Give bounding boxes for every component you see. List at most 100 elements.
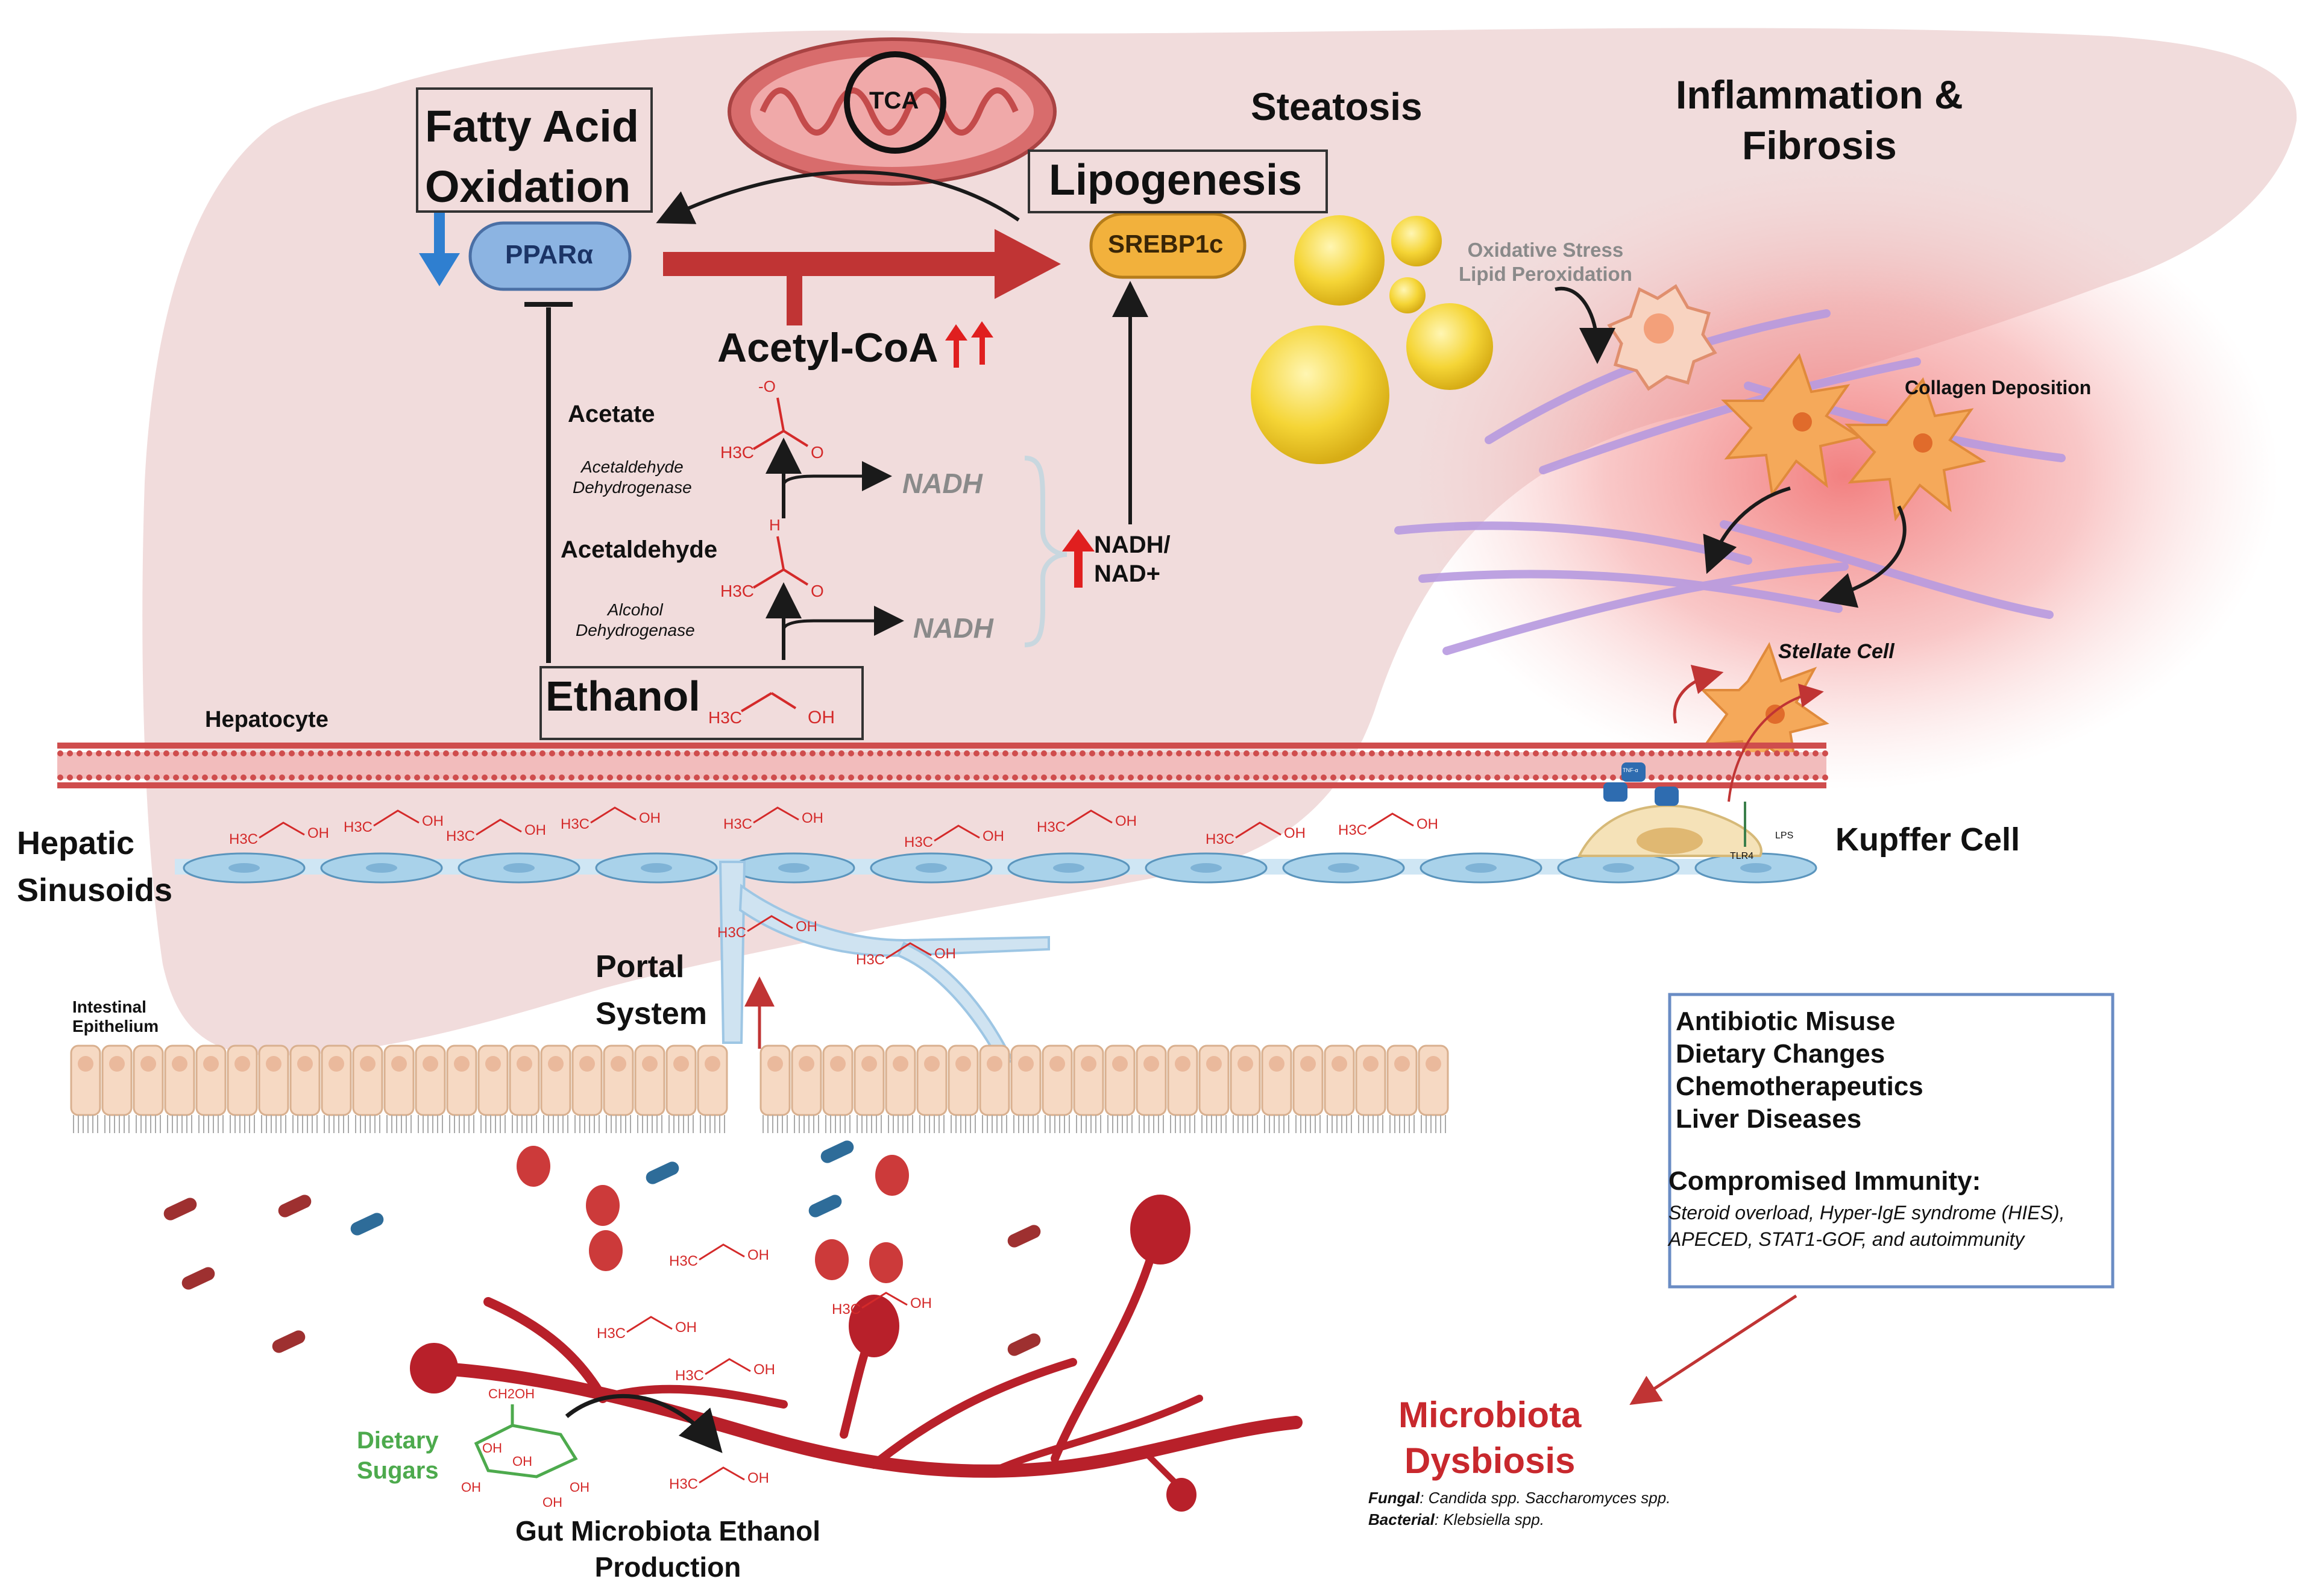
membrane-lipid-head: [1012, 750, 1018, 756]
membrane-lipid-head: [935, 774, 941, 781]
membrane-lipid-head: [144, 750, 150, 756]
membrane-lipid-head: [308, 750, 314, 756]
membrane-lipid-head: [1330, 750, 1336, 756]
membrane-lipid-head: [945, 750, 951, 756]
membrane-lipid-head: [347, 774, 353, 781]
membrane-lipid-head: [337, 774, 343, 781]
chem-ch3: H3C: [832, 1301, 861, 1318]
enterocyte-nucleus: [893, 1056, 908, 1072]
membrane-lipid-head: [1485, 750, 1491, 756]
sinusoid-endothelium: [175, 852, 1817, 884]
membrane-lipid-head: [771, 750, 777, 756]
membrane-lipid-head: [1128, 750, 1134, 756]
membrane-lipid-head: [308, 774, 314, 781]
membrane-lipid-head: [269, 774, 275, 781]
membrane-lipid-head: [752, 774, 758, 781]
membrane-lipid-head: [86, 774, 92, 781]
membrane-lipid-head: [125, 774, 131, 781]
membrane-lipid-head: [732, 750, 738, 756]
membrane-lipid-head: [1263, 774, 1269, 781]
membrane-lipid-head: [1494, 774, 1500, 781]
membrane-lipid-head: [1475, 774, 1481, 781]
membrane-lipid-head: [1234, 774, 1240, 781]
chem-oh: OH: [482, 1440, 502, 1456]
membrane-lipid-head: [838, 750, 844, 756]
membrane-lipid-head: [433, 774, 439, 781]
kupffer-cell-icon: [1577, 683, 1824, 857]
membrane-lipid-head: [1022, 774, 1028, 781]
fat-droplets: [1251, 215, 1493, 464]
membrane-lipid-head: [173, 750, 179, 756]
chem-ch3: H3C: [669, 1476, 698, 1492]
membrane-lipid-head: [1735, 774, 1741, 781]
membrane-lipid-head: [1552, 774, 1558, 781]
membrane-lipid-head: [800, 774, 806, 781]
membrane-lipid-head: [1398, 750, 1404, 756]
membrane-lipid-head: [1793, 750, 1799, 756]
membrane-lipid-head: [568, 750, 574, 756]
enterocyte-nucleus: [1206, 1056, 1222, 1072]
membrane-lipid-head: [761, 750, 767, 756]
membrane-lipid-head: [154, 774, 160, 781]
membrane-lipid-head: [1340, 774, 1346, 781]
membrane-lipid-head: [617, 750, 623, 756]
membrane-lipid-head: [1407, 750, 1413, 756]
membrane-lipid-head: [810, 750, 816, 756]
enterocyte-nucleus: [454, 1056, 470, 1072]
enterocyte-nucleus: [329, 1056, 344, 1072]
membrane-lipid-head: [356, 774, 362, 781]
enterocyte-nucleus: [1175, 1056, 1190, 1072]
chem-o: O: [811, 443, 824, 462]
srebp1c-pill: [1089, 212, 1247, 279]
acetaldehyde-structure: [752, 536, 809, 589]
membrane-lipid-head: [838, 774, 844, 781]
membrane-lipid-head: [1215, 774, 1221, 781]
chem-ch3: H3C: [344, 819, 373, 835]
membrane-lipid-head: [1253, 774, 1259, 781]
enterocyte-nucleus: [1081, 1056, 1096, 1072]
membrane-lipid-head: [1668, 750, 1674, 756]
membrane-lipid-head: [1215, 750, 1221, 756]
bacterium: [181, 1267, 215, 1290]
enterocyte-nucleus: [1394, 1056, 1410, 1072]
lps-label: LPS: [1775, 831, 1794, 841]
membrane-lipid-head: [1755, 750, 1761, 756]
yeast-cell: [815, 1239, 849, 1280]
enterocyte-nucleus: [234, 1056, 250, 1072]
membrane-lipid-head: [1301, 750, 1307, 756]
bacterium: [1007, 1225, 1041, 1248]
enterocyte-nucleus: [548, 1056, 564, 1072]
membrane-lipid-head: [530, 750, 536, 756]
membrane-lipid-head: [742, 774, 748, 781]
hepatocyte-membrane: [57, 743, 1828, 788]
membrane-lipid-head: [395, 750, 401, 756]
membrane-lipid-head: [1051, 750, 1057, 756]
membrane-lipid-head: [1745, 774, 1751, 781]
membrane-lipid-head: [327, 774, 333, 781]
membrane-lipid-head: [1436, 750, 1442, 756]
enterocyte-nucleus: [391, 1056, 407, 1072]
bacterium: [1007, 1333, 1041, 1356]
membrane-lipid-head: [1803, 774, 1809, 781]
membrane-lipid-head: [67, 774, 73, 781]
membrane-lipid-head: [1523, 774, 1529, 781]
chem-o: O: [811, 582, 824, 600]
membrane-lipid-head: [1446, 774, 1452, 781]
membrane-lipid-head: [67, 750, 73, 756]
membrane-lipid-head: [1379, 774, 1385, 781]
membrane-lipid-head: [973, 774, 979, 781]
membrane-lipid-head: [1697, 774, 1703, 781]
chem-ch3: H3C: [1206, 831, 1234, 847]
membrane-lipid-head: [183, 750, 189, 756]
membrane-lipid-head: [732, 774, 738, 781]
membrane-lipid-head: [260, 774, 266, 781]
enterocyte-nucleus: [642, 1056, 658, 1072]
membrane-lipid-head: [597, 774, 603, 781]
membrane-lipid-head: [1649, 774, 1655, 781]
bacterium: [272, 1330, 306, 1353]
membrane-lipid-head: [1533, 750, 1539, 756]
chem-ch3: H3C: [561, 816, 590, 832]
